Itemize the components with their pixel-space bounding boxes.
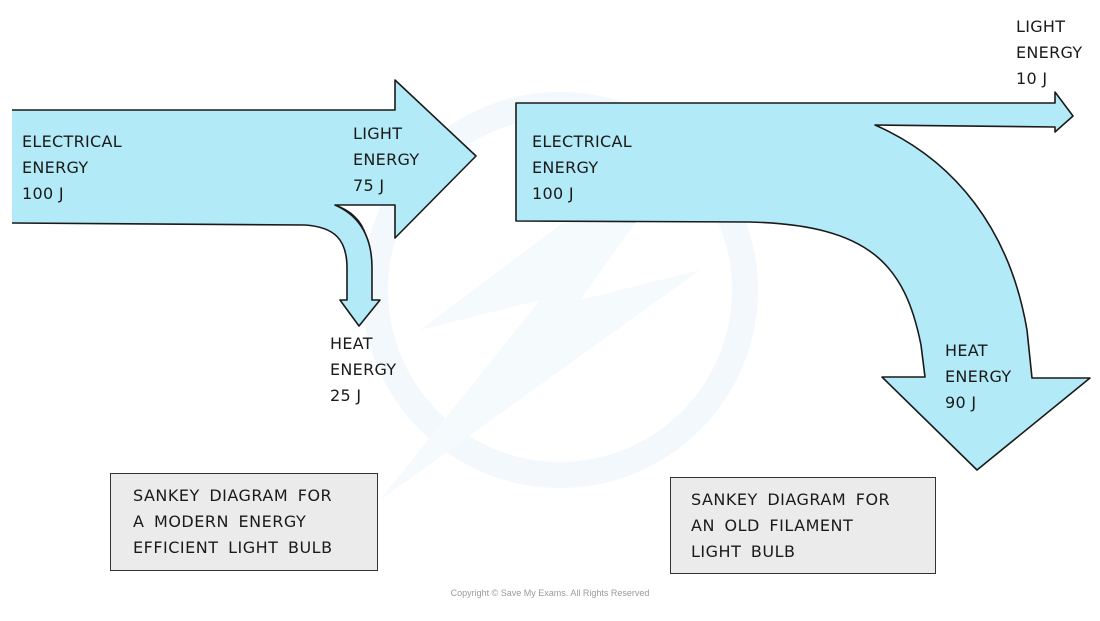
filament-heat-label: HEAT ENERGY 90 J (945, 338, 1011, 416)
filament-light-line2: ENERGY (1016, 43, 1083, 62)
modern-light-line1: LIGHT (353, 124, 403, 143)
modern-caption-line1: SANKEY DIAGRAM FOR (133, 486, 333, 505)
filament-input-and-heat-arrow (515, 91, 1091, 471)
modern-light-label: LIGHT ENERGY 75 J (353, 121, 419, 199)
modern-heat-line3: 25 J (330, 386, 362, 405)
filament-input-label: ELECTRICAL ENERGY 100 J (532, 129, 632, 207)
modern-caption-line3: EFFICIENT LIGHT BULB (133, 538, 333, 557)
filament-heat-line3: 90 J (945, 393, 977, 412)
modern-input-line3: 100 J (22, 184, 64, 203)
filament-caption-line3: LIGHT BULB (691, 542, 796, 561)
modern-heat-line1: HEAT (330, 334, 373, 353)
modern-input-line2: ENERGY (22, 158, 89, 177)
modern-heat-label: HEAT ENERGY 25 J (330, 331, 396, 409)
modern-input-line1: ELECTRICAL (22, 132, 122, 151)
modern-heat-branch-edge (334, 204, 367, 237)
copyright-notice: Copyright © Save My Exams. All Rights Re… (450, 588, 650, 598)
filament-caption-line2: AN OLD FILAMENT (691, 516, 854, 535)
filament-caption-box: SANKEY DIAGRAM FOR AN OLD FILAMENT LIGHT… (670, 477, 936, 574)
filament-input-line2: ENERGY (532, 158, 599, 177)
filament-light-label: LIGHT ENERGY 10 J (1016, 14, 1082, 92)
modern-caption-box: SANKEY DIAGRAM FOR A MODERN ENERGY EFFIC… (110, 473, 378, 571)
filament-heat-line2: ENERGY (945, 367, 1012, 386)
modern-light-line2: ENERGY (353, 150, 420, 169)
modern-heat-line2: ENERGY (330, 360, 397, 379)
filament-caption-line1: SANKEY DIAGRAM FOR (691, 490, 891, 509)
filament-light-line1: LIGHT (1016, 17, 1066, 36)
modern-input-label: ELECTRICAL ENERGY 100 J (22, 129, 122, 207)
filament-light-line3: 10 J (1016, 69, 1048, 88)
filament-input-line3: 100 J (532, 184, 574, 203)
modern-light-line3: 75 J (353, 176, 385, 195)
filament-input-line1: ELECTRICAL (532, 132, 632, 151)
filament-heat-line1: HEAT (945, 341, 988, 360)
modern-caption-line2: A MODERN ENERGY (133, 512, 307, 531)
